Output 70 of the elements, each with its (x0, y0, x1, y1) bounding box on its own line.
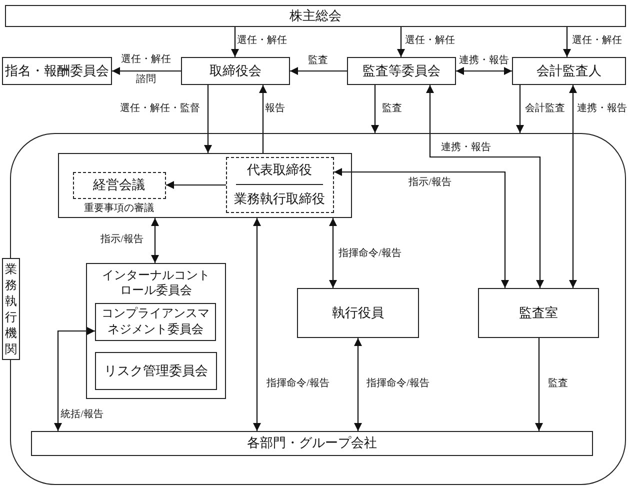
node-label: インターナルコントロール委員会 (101, 268, 211, 298)
organization-box (95, 352, 217, 390)
organization-box (2, 258, 20, 360)
arrow (569, 85, 577, 288)
arrow (204, 85, 212, 153)
node-label: 株主総会 (290, 8, 342, 24)
arrow (426, 85, 544, 288)
annotation-text: 諮問 (135, 74, 157, 86)
edge-label: 指揮命令/報告 (338, 248, 402, 260)
edge-label: 指揮命令/報告 (366, 378, 430, 390)
node-label: 各部門・グループ会社 (247, 435, 377, 452)
node-label: 監査等委員会 (362, 62, 440, 80)
node-label: 取締役会 (210, 62, 262, 80)
organization-box (2, 57, 112, 85)
arrow (112, 67, 181, 75)
edge-label: 選任・解任 (571, 35, 623, 47)
arrow (516, 85, 524, 133)
organization-box (512, 57, 626, 85)
arrow (397, 27, 405, 57)
edge-label: 監査 (381, 103, 403, 115)
edge-label: 指示/報告 (408, 177, 452, 189)
organization-box (297, 288, 419, 338)
organization-box (478, 288, 599, 338)
edge-label: 統括/報告 (60, 409, 104, 421)
organization-box (31, 431, 593, 456)
organization-box (95, 303, 216, 341)
organization-box (181, 57, 290, 85)
organization-box (347, 57, 456, 85)
organization-box (86, 263, 226, 399)
node-label: 経営会議 (93, 176, 145, 194)
node-label: 代表取締役 (247, 162, 312, 178)
arrow (329, 218, 337, 288)
node-label: 業務執行取締役 (234, 191, 325, 208)
node-label: 業務執行機関 (4, 261, 18, 357)
arrow (354, 338, 362, 431)
edge-label: 連携・報告 (458, 55, 510, 67)
node-label: 監査室 (519, 304, 558, 322)
arrow (371, 85, 379, 133)
edge-label: 監査 (547, 378, 569, 390)
arrow (231, 27, 239, 57)
edge-label: 連携・報告 (440, 142, 492, 154)
edge-label: 選任・解任・監督 (119, 103, 201, 115)
node-label: コンプライアンスマネジメント委員会 (100, 306, 210, 338)
arrow (535, 338, 543, 431)
note-text: 重要事項の審議 (83, 202, 155, 214)
arrow (334, 168, 509, 288)
arrow (151, 218, 159, 263)
node-label: リスク管理委員会 (104, 362, 208, 380)
arrow (259, 85, 267, 153)
organization-box (5, 5, 626, 27)
arrow (253, 218, 261, 431)
arrow (290, 67, 347, 75)
node-label: 執行役員 (332, 304, 384, 322)
edge-label: 監査 (307, 55, 329, 67)
edge-label: 報告 (264, 103, 286, 115)
arrow (563, 27, 571, 57)
node-label: 会計監査人 (536, 62, 602, 80)
edge-label: 指揮命令/報告 (266, 378, 330, 390)
arrow (456, 67, 512, 75)
edge-label: 選任・解任 (120, 54, 172, 66)
arrow (166, 181, 226, 189)
node-label: 指名・報酬委員会 (5, 62, 109, 80)
edge-label: 指示/報告 (100, 234, 144, 246)
group-box (58, 153, 352, 218)
edge-label: 会計監査 (524, 103, 566, 115)
arrow (54, 327, 95, 431)
dashed-box (226, 156, 334, 212)
edge-label: 選任・解任 (404, 35, 456, 47)
edge-label: 選任・解任 (236, 35, 288, 47)
edge-label: 連携・報告 (576, 103, 628, 115)
